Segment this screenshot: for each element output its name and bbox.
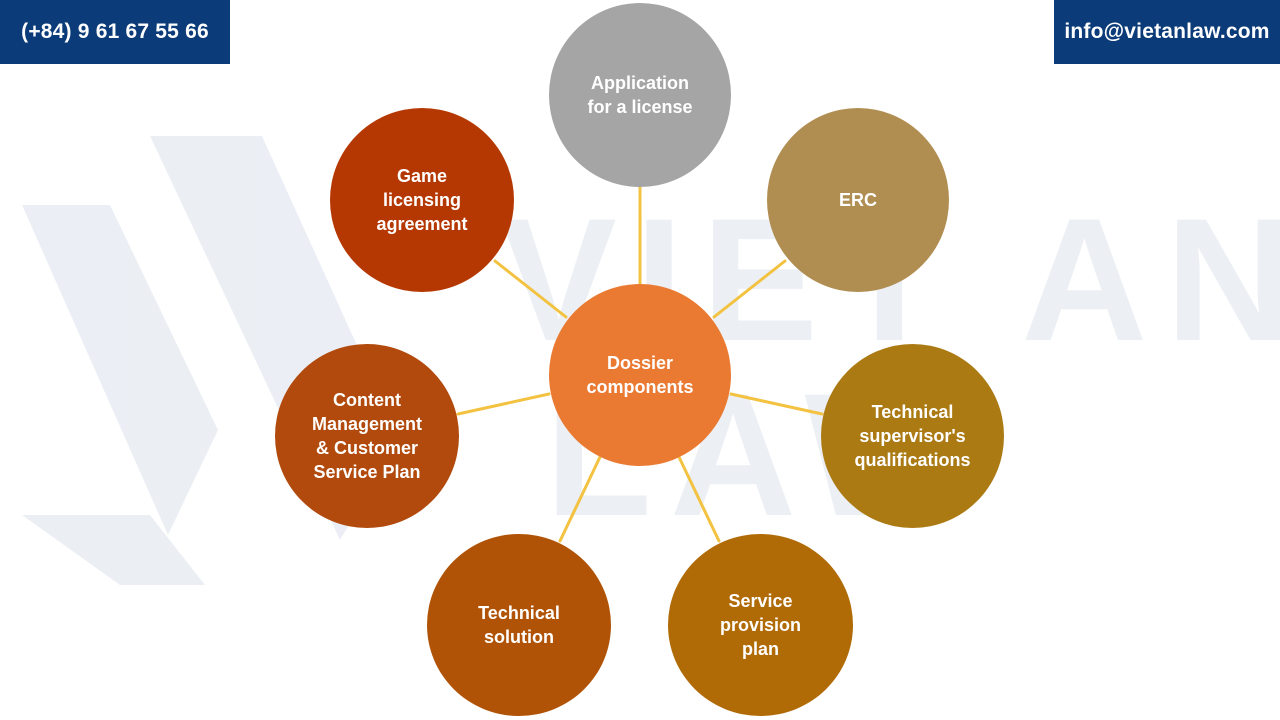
node-label: Content Management & Customer Service Pl… <box>311 390 423 482</box>
connector-erc <box>712 259 787 319</box>
node-label: Application for a license <box>587 73 693 117</box>
node-technical-supervisor-qualifications: Technical supervisor's qualifications <box>821 344 1004 528</box>
node-technical-solution: Technical solution <box>427 534 611 716</box>
node-label: Service provision plan <box>719 591 801 659</box>
phone-banner[interactable]: (+84) 9 61 67 55 66 <box>0 0 230 64</box>
center-node-label: Dossier components <box>586 353 694 397</box>
watermark-logo-stroke-3 <box>22 515 205 585</box>
email-banner[interactable]: info@vietanlaw.com <box>1054 0 1280 64</box>
node-application-for-license: Application for a license <box>549 3 731 187</box>
node-label: ERC <box>838 190 877 210</box>
node-label: Game licensing agreement <box>376 166 468 234</box>
center-node-dossier-components: Dossier components <box>549 284 731 466</box>
connector-service-plan <box>677 455 721 543</box>
watermark-logo-stroke-1 <box>22 205 218 535</box>
connector-tech-solution <box>558 455 602 543</box>
node-label: Technical solution <box>478 603 560 647</box>
node-content-management-plan: Content Management & Customer Service Pl… <box>275 344 459 528</box>
connector-tech-supervisor <box>729 392 824 416</box>
node-label: Technical supervisor's qualifications <box>854 402 971 470</box>
node-service-provision-plan: Service provision plan <box>668 534 853 716</box>
connector-game <box>493 259 568 319</box>
node-erc: ERC <box>767 108 949 292</box>
node-game-licensing-agreement: Game licensing agreement <box>330 108 514 292</box>
connector-content <box>456 392 551 416</box>
